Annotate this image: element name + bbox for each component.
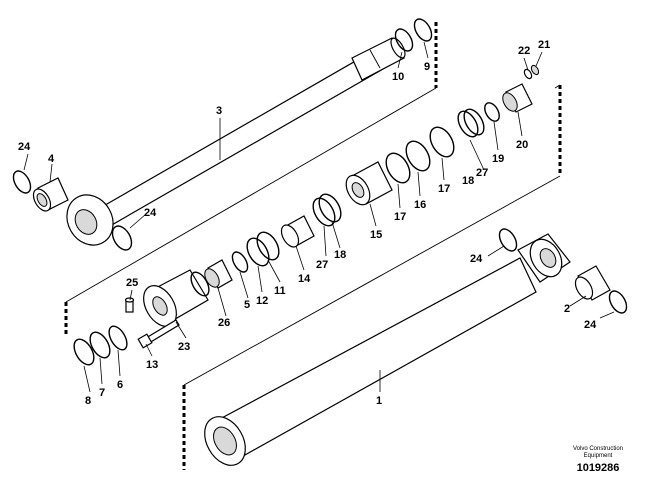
dust-seal-ring-tube-bottom <box>608 290 628 314</box>
drawing-number: 1019286 <box>576 462 620 474</box>
assembly-frame-lines <box>64 22 562 470</box>
dust-seal-ring-rod-eye <box>111 225 133 251</box>
leader-lines <box>23 41 615 393</box>
callout-18-upper: 18 <box>462 175 474 187</box>
callout-3: 3 <box>216 105 222 117</box>
callout-26: 26 <box>218 317 230 329</box>
ring-6 <box>108 325 128 351</box>
lube-fitting <box>124 297 135 313</box>
callout-labels: 1 2 3 4 5 6 7 8 9 10 11 12 13 14 15 16 1… <box>18 39 597 407</box>
set-screw <box>523 64 540 80</box>
callout-12: 12 <box>256 295 268 307</box>
callout-11: 11 <box>274 285 286 297</box>
callout-20: 20 <box>516 139 528 151</box>
cylinder-head <box>143 269 210 327</box>
callout-7: 7 <box>99 387 105 399</box>
callout-27-lower: 27 <box>316 259 328 271</box>
callout-21: 21 <box>538 39 550 51</box>
tube-bushing <box>574 265 611 301</box>
callout-6: 6 <box>117 379 123 391</box>
callout-5: 5 <box>244 299 250 311</box>
callout-16: 16 <box>414 199 426 211</box>
rod-eye-bushing <box>32 177 69 212</box>
piston-rod <box>66 37 406 246</box>
dust-seal-ring-left <box>12 170 32 194</box>
ring-7 <box>89 331 111 359</box>
callout-18-lower: 18 <box>334 249 346 261</box>
callout-24-left: 24 <box>18 141 31 153</box>
piston-seal-stack <box>204 83 533 289</box>
callout-8: 8 <box>85 395 91 407</box>
bolt <box>137 319 180 349</box>
callout-15: 15 <box>370 229 382 241</box>
callout-14: 14 <box>298 273 311 285</box>
callout-4: 4 <box>48 153 55 165</box>
manufacturer-caption: Volvo Construction Equipment <box>556 446 640 460</box>
callout-9: 9 <box>424 61 430 73</box>
callout-24-tube-bottom: 24 <box>584 319 597 331</box>
callout-19: 19 <box>492 153 504 165</box>
callout-25: 25 <box>126 277 138 289</box>
callout-23: 23 <box>178 341 190 353</box>
callout-27-upper: 27 <box>476 167 488 179</box>
callout-17-lower: 17 <box>394 211 406 223</box>
ring-10 <box>394 28 414 52</box>
callout-10: 10 <box>392 71 404 83</box>
callout-1: 1 <box>376 395 382 407</box>
callout-24-tube-top: 24 <box>470 253 483 265</box>
callout-17-upper: 17 <box>438 183 450 195</box>
cylinder-tube <box>204 233 571 466</box>
ring-8 <box>73 338 95 366</box>
callout-13: 13 <box>146 359 158 371</box>
dust-seal-ring-tube-top <box>498 228 518 252</box>
callout-22: 22 <box>518 45 530 57</box>
callout-24-rod-eye: 24 <box>144 207 157 219</box>
ring-9 <box>413 18 433 42</box>
brand-line-2: Equipment <box>583 453 613 459</box>
brand-line-1: Volvo Construction <box>572 446 624 452</box>
callout-2: 2 <box>564 303 570 315</box>
